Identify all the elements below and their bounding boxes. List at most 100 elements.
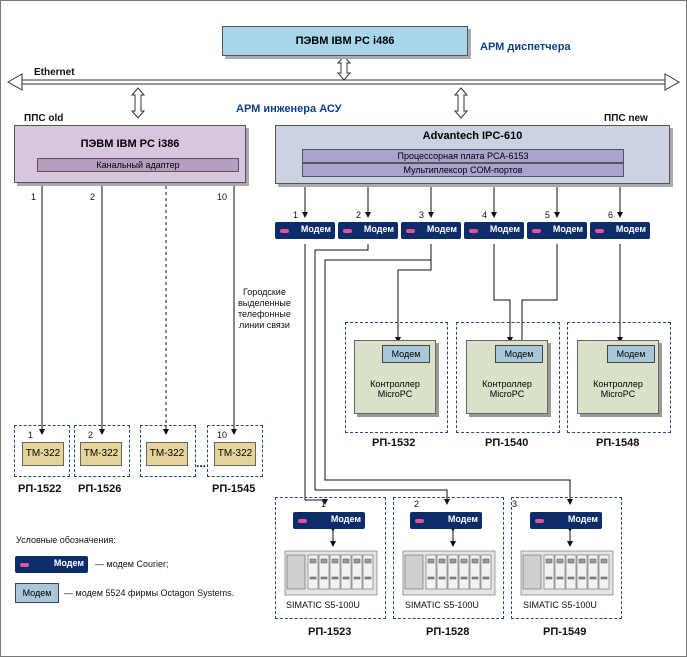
- controller-3-line2: MicroPC: [600, 389, 636, 399]
- old-line-num-1: 1: [31, 192, 37, 202]
- controller-3-line1: Контроллер: [593, 379, 643, 389]
- courier-modem-label: Модем: [615, 224, 646, 234]
- simatic-modem-3: Модем: [530, 512, 602, 529]
- simatic-plc-label-1: SIMATIC S5-100U: [286, 600, 360, 610]
- simatic-modem-label: Модем: [330, 514, 361, 524]
- pps-old-pc-title: ПЭВМ IBM PC i386: [80, 138, 180, 150]
- legend-courier-modem: Модем: [15, 556, 88, 573]
- legend-courier-desc: — модем Courier;: [95, 559, 169, 569]
- phone-lines-2: выделенные: [238, 298, 291, 308]
- legend-octagon-modem: Модем: [15, 583, 59, 603]
- phone-lines-4: линии связи: [238, 320, 290, 330]
- modem-num-6: 6: [608, 210, 614, 220]
- simatic-caption-3: РП-1549: [543, 626, 587, 638]
- modem-led-icon: [406, 229, 415, 233]
- modem-num-1: 1: [293, 210, 299, 220]
- modem-led-icon: [298, 519, 307, 523]
- simatic-plc-label-3: SIMATIC S5-100U: [523, 600, 597, 610]
- pps-new-pc-title: Advantech IPC-610: [422, 130, 523, 142]
- ethernet-bus: [6, 73, 681, 91]
- modem-num-4: 4: [482, 210, 488, 220]
- courier-modem-label: Модем: [489, 224, 520, 234]
- courier-modem-3: Модем: [401, 222, 461, 239]
- courier-modem-2: Модем: [338, 222, 398, 239]
- terminal-caption-1: РП-1522: [18, 483, 62, 495]
- simatic-num-2: 2: [414, 499, 420, 509]
- modem-led-icon: [532, 229, 541, 233]
- controller-caption-1: РП-1532: [372, 437, 416, 449]
- pps-old-pc: ПЭВМ IBM PC i386 Канальный адаптер: [14, 125, 246, 183]
- simatic-plc-2: [402, 547, 496, 597]
- controller-1-line2: MicroPC: [377, 389, 413, 399]
- octagon-modem-2: Модем: [495, 345, 543, 363]
- simatic-modem-1: Модем: [293, 512, 365, 529]
- modem-led-icon: [415, 519, 424, 523]
- octagon-modem-1: Модем: [382, 345, 430, 363]
- ethernet-taps: [130, 55, 469, 119]
- courier-modem-label: Модем: [363, 224, 394, 234]
- cpu-board: Процессорная плата PCA-6153: [302, 149, 624, 163]
- pps-old-label: ППС old: [24, 113, 64, 124]
- modem-num-2: 2: [356, 210, 362, 220]
- simatic-caption-1: РП-1523: [308, 626, 352, 638]
- simatic-modem-label: Модем: [447, 514, 478, 524]
- old-line-num-10: 10: [217, 192, 228, 202]
- arm-engineer-label: АРМ инженера АСУ: [236, 103, 342, 115]
- modem-num-5: 5: [545, 210, 551, 220]
- modem-led-icon: [343, 229, 352, 233]
- terminal-num-2: 2: [88, 430, 94, 440]
- courier-modem-6: Модем: [590, 222, 650, 239]
- simatic-site-1: [275, 497, 386, 619]
- dispatcher-pc-title: ПЭВМ IBM PC i486: [295, 35, 395, 47]
- courier-modem-1: Модем: [275, 222, 335, 239]
- courier-modem-label: Модем: [552, 224, 583, 234]
- com-multiplexer: Мультиплексор COM-портов: [302, 163, 624, 177]
- terminal-2: TM-322: [80, 442, 122, 466]
- modem-led-icon: [535, 519, 544, 523]
- simatic-num-3: 3: [512, 499, 518, 509]
- legend-title: Условные обозначения:: [16, 535, 116, 545]
- arm-dispatcher-label: АРМ диспетчера: [480, 41, 571, 53]
- simatic-site-2: [393, 497, 504, 619]
- controller-2-line1: Контроллер: [482, 379, 532, 389]
- pps-new-pc: Advantech IPC-610 Процессорная плата PCA…: [275, 125, 670, 184]
- terminal-num-1: 1: [28, 430, 34, 440]
- terminal-ellipsis: ...: [196, 456, 207, 470]
- terminal-site-2: [74, 425, 130, 477]
- simatic-site-3: [511, 497, 622, 619]
- pps-new-label: ППС new: [604, 113, 648, 124]
- legend-octagon-desc: — модем 5524 фирмы Octagon Systems.: [64, 588, 235, 598]
- phone-lines-label: Городские выделенные телефонные линии св…: [238, 287, 291, 331]
- legend-courier-label: Модем: [53, 558, 84, 568]
- terminal-3: TM-322: [146, 442, 188, 466]
- controller-caption-2: РП-1540: [485, 437, 529, 449]
- modem-led-icon: [20, 563, 29, 567]
- terminal-site-3: [140, 425, 196, 477]
- phone-lines-1: Городские: [243, 287, 286, 297]
- controller-site-1: [345, 322, 448, 433]
- terminal-caption-2: РП-1526: [78, 483, 122, 495]
- phone-lines-3: телефонные: [238, 309, 291, 319]
- controller-1-line1: Контроллер: [370, 379, 420, 389]
- modem-led-icon: [595, 229, 604, 233]
- controller-site-3: [567, 322, 671, 433]
- plc-rack-icon: [520, 550, 614, 596]
- courier-modem-5: Модем: [527, 222, 587, 239]
- controller-caption-3: РП-1548: [596, 437, 640, 449]
- modem-num-3: 3: [419, 210, 425, 220]
- controller-2-line2: MicroPC: [489, 389, 525, 399]
- old-line-num-2: 2: [90, 192, 96, 202]
- controller-site-2: [456, 322, 560, 433]
- simatic-modem-label: Модем: [567, 514, 598, 524]
- octagon-modem-3: Модем: [607, 345, 655, 363]
- plc-rack-icon: [284, 550, 378, 596]
- simatic-caption-2: РП-1528: [426, 626, 470, 638]
- terminal-num-4: 10: [217, 430, 228, 440]
- courier-modem-label: Модем: [300, 224, 331, 234]
- simatic-num-1: 1: [321, 499, 327, 509]
- simatic-plc-3: [520, 547, 614, 597]
- dispatcher-pc: ПЭВМ IBM PC i486: [222, 26, 468, 56]
- terminal-caption-4: РП-1545: [212, 483, 256, 495]
